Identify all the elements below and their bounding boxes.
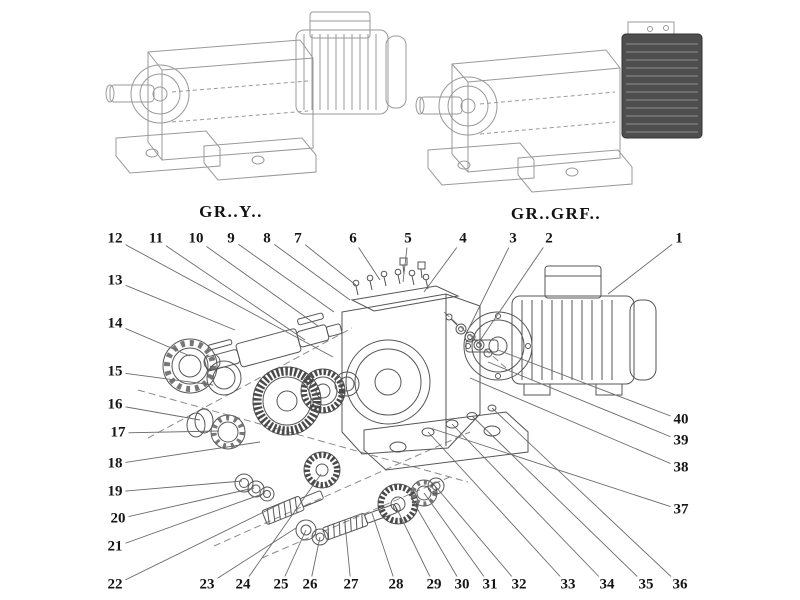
circlip	[203, 353, 221, 371]
leader-line-17	[117, 430, 220, 434]
cover-side-parts	[421, 404, 497, 437]
top-cover-and-bolts	[350, 257, 460, 312]
leader-line-10	[195, 238, 319, 327]
motor-body	[295, 29, 389, 115]
foot	[115, 130, 221, 174]
leader-line-28	[371, 512, 397, 586]
housing	[341, 293, 529, 471]
leader-line-40	[497, 349, 682, 421]
leader-line-26	[309, 536, 321, 586]
construction-lines	[137, 311, 507, 559]
gear-housing	[147, 39, 314, 161]
shaft-key	[207, 339, 233, 351]
assembled-unit-gr-grf	[415, 21, 703, 193]
motor-body	[511, 295, 635, 385]
gear-housing	[451, 49, 621, 173]
output-gear-pair	[252, 366, 360, 436]
leader-line-14	[114, 323, 191, 357]
leader-line-35	[471, 415, 647, 586]
fan-cowl	[385, 35, 407, 109]
leader-line-24	[242, 473, 322, 586]
leader-line-37	[429, 427, 682, 511]
intermediate-gear	[303, 451, 341, 489]
leader-line-25	[280, 529, 307, 586]
leader-line-20	[117, 487, 255, 520]
terminal-box	[309, 11, 371, 39]
output-shaft	[419, 96, 463, 115]
leader-line-3	[467, 238, 514, 331]
output-bearing-and-seals	[162, 338, 242, 396]
leader-line-11	[155, 238, 306, 341]
leader-line-6	[352, 238, 381, 281]
assembled-unit-gr-y	[105, 11, 407, 181]
terminal-box	[544, 265, 602, 299]
leader-line-18	[114, 441, 261, 465]
leader-line-27	[344, 523, 352, 586]
leader-line-29	[395, 506, 435, 586]
leader-line-32	[435, 486, 520, 586]
leader-line-39	[487, 361, 682, 442]
leader-line-21	[114, 492, 266, 548]
foot	[517, 149, 633, 193]
leader-line-31	[423, 492, 491, 586]
leader-line-8	[266, 238, 351, 301]
output-shaft-assembly	[204, 312, 343, 372]
leader-line-13	[114, 280, 236, 331]
intermediate-pinion	[261, 490, 324, 525]
cover-plate	[350, 285, 460, 312]
foot	[427, 142, 535, 186]
leader-line-1	[607, 238, 680, 295]
leader-line-16	[114, 404, 201, 421]
motor	[463, 265, 657, 396]
leader-line-2	[478, 238, 550, 343]
leader-line-15	[114, 371, 214, 386]
leader-line-38	[469, 377, 682, 469]
exploded-view	[137, 257, 657, 559]
leader-line-4	[423, 238, 464, 293]
motor-fasteners	[445, 313, 493, 358]
leader-line-23	[206, 527, 297, 586]
foot	[203, 137, 317, 181]
spacer-and-bearing	[186, 408, 246, 450]
motor-shaft	[465, 339, 499, 353]
output-shaft	[109, 84, 155, 103]
housing-foot	[363, 411, 529, 471]
leader-line-7	[297, 238, 358, 287]
leader-line-22	[114, 502, 283, 586]
shaft-key	[297, 312, 324, 326]
leader-line-9	[230, 238, 335, 313]
leader-line-30	[410, 497, 463, 586]
leader-line-33	[427, 431, 569, 586]
leader-line-19	[114, 480, 243, 493]
leader-line-12	[114, 238, 334, 358]
leader-line-34	[451, 423, 608, 586]
leader-line-5	[402, 238, 409, 283]
fan-cowl	[629, 299, 657, 381]
washers-25-26	[295, 519, 329, 546]
leader-line-36	[491, 407, 681, 586]
